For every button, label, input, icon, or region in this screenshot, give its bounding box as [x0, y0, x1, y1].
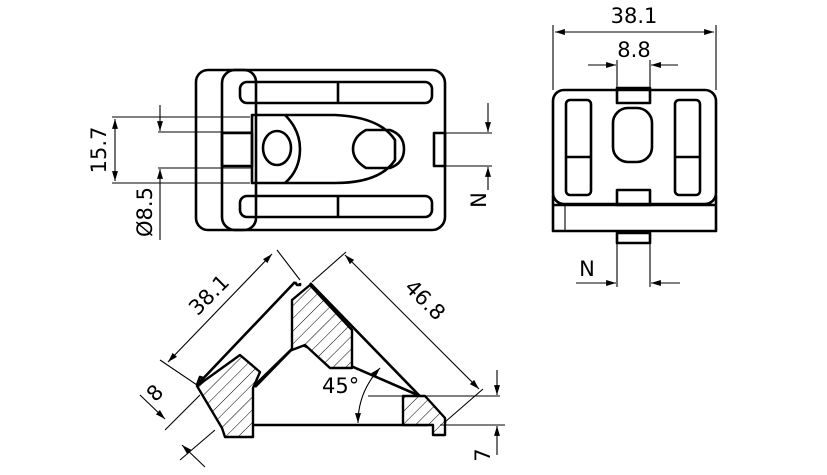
hatch-apex — [290, 283, 354, 370]
right-slot — [673, 98, 702, 197]
center-hole — [611, 106, 654, 164]
top-slot — [238, 80, 434, 105]
hatch-left — [195, 353, 262, 439]
dim-38-1-width: 38.1 — [611, 4, 658, 28]
dim-8: 8 — [142, 380, 168, 406]
section-view: 38.1 46.8 45° 8 7 — [139, 249, 505, 468]
dim-38-1-leg: 38.1 — [184, 270, 234, 320]
right-tab — [432, 131, 447, 168]
dim-n-top: N — [467, 192, 491, 208]
side-view: 38.1 8.8 N — [551, 4, 718, 287]
left-tab — [220, 131, 254, 168]
bore-hole — [261, 129, 293, 167]
dim-n-side: N — [579, 257, 595, 281]
oblong-hole — [351, 128, 406, 170]
top-notch — [615, 86, 652, 105]
dim-15-7: 15.7 — [87, 127, 111, 174]
top-view: 15.7 Ø8.5 N — [87, 68, 492, 240]
left-slot — [564, 98, 593, 197]
pin — [615, 231, 652, 245]
end-cap — [194, 68, 258, 232]
hatch-right — [401, 394, 447, 437]
dim-45-degrees: 45° — [322, 374, 359, 398]
bottom-notch — [615, 188, 652, 207]
bottom-slot — [238, 194, 434, 219]
dim-8-8: 8.8 — [617, 38, 650, 62]
dim-diameter-8-5: Ø8.5 — [133, 187, 157, 237]
center-pocket — [250, 113, 397, 185]
dim-7: 7 — [471, 448, 495, 461]
